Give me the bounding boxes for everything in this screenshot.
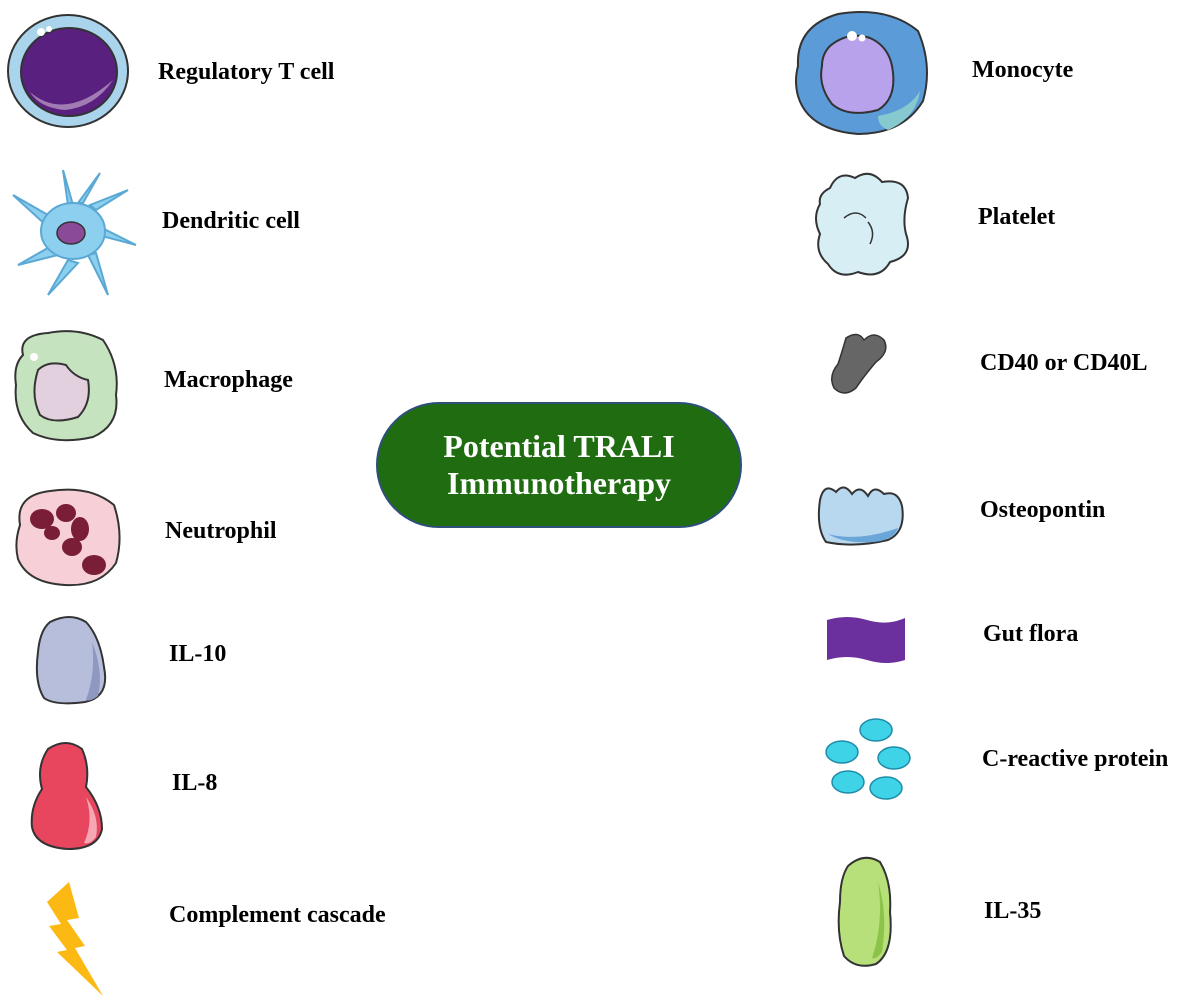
label-c-reactive-protein: C-reactive protein — [982, 746, 1169, 772]
regulatory-t-cell-icon — [7, 14, 129, 128]
label-complement-cascade: Complement cascade — [169, 902, 386, 928]
label-il-10: IL-10 — [169, 641, 227, 667]
il-35-icon — [837, 856, 892, 967]
label-platelet: Platelet — [978, 204, 1056, 230]
label-neutrophil: Neutrophil — [165, 518, 277, 544]
platelet-icon — [815, 172, 910, 276]
c-reactive-protein-icon — [825, 718, 911, 800]
gut-flora-icon — [827, 617, 905, 663]
neutrophil-icon — [15, 488, 121, 587]
center-title-line1: Potential TRALI — [443, 428, 675, 465]
cd40-icon — [831, 333, 887, 394]
il-10-icon — [35, 616, 107, 705]
label-regulatory-t-cell: Regulatory T cell — [158, 59, 335, 85]
label-osteopontin: Osteopontin — [980, 497, 1106, 523]
macrophage-icon — [14, 330, 118, 442]
il-8-icon — [30, 742, 104, 851]
label-il-35: IL-35 — [984, 898, 1042, 924]
label-gut-flora: Gut flora — [983, 621, 1079, 647]
center-title-line2: Immunotherapy — [446, 465, 671, 501]
lightning-bolt-icon — [47, 882, 103, 996]
monocyte-icon — [795, 11, 928, 136]
label-il-8: IL-8 — [172, 770, 218, 796]
osteopontin-icon — [817, 486, 904, 546]
label-monocyte: Monocyte — [972, 57, 1074, 83]
label-macrophage: Macrophage — [164, 367, 293, 393]
center-node: Potential TRALI Immunotherapy — [376, 402, 742, 528]
label-cd40-or-cd40l: CD40 or CD40L — [980, 350, 1148, 376]
label-dendritic-cell: Dendritic cell — [162, 208, 300, 234]
dendritic-cell-icon — [12, 169, 137, 296]
